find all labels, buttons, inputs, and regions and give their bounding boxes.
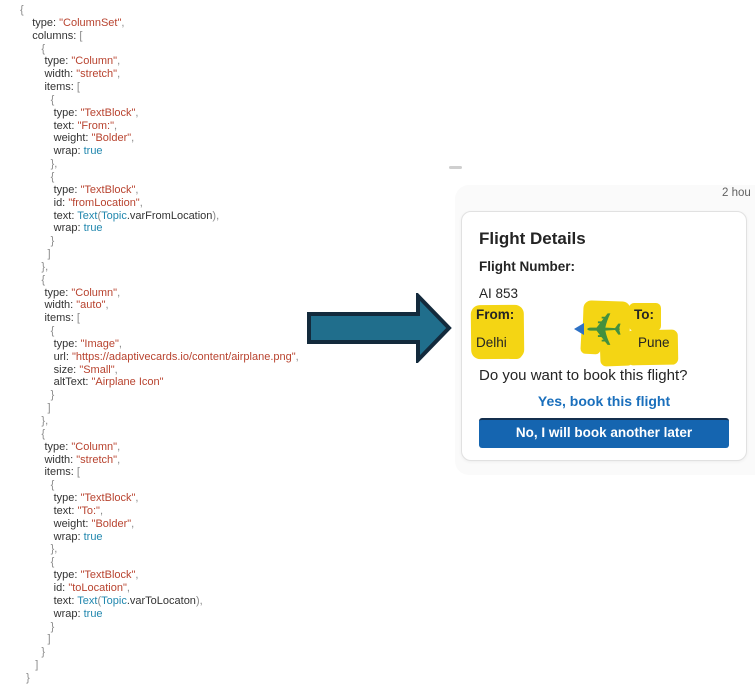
pane-edge-artifact bbox=[449, 166, 462, 169]
code-line: size: "Small", bbox=[53, 363, 118, 376]
code-line: text: Text(Topic.varToLocaton), bbox=[53, 594, 203, 607]
card-title: Flight Details bbox=[479, 229, 586, 248]
code-line: }, bbox=[41, 260, 49, 273]
code-line: text: Text(Topic.varFromLocation), bbox=[53, 209, 220, 222]
code-line: }, bbox=[41, 415, 49, 427]
code-line: { bbox=[41, 42, 46, 55]
message-timestamp: 2 hou bbox=[722, 187, 751, 199]
code-line: id: "fromLocation", bbox=[53, 196, 143, 209]
code-line: altText: "Airplane Icon" bbox=[53, 376, 164, 389]
code-line: } bbox=[41, 646, 46, 659]
code-line: text: "From:", bbox=[53, 119, 118, 132]
code-line: type: "TextBlock", bbox=[53, 183, 139, 196]
code-line: { bbox=[41, 427, 46, 440]
flight-number-value: AI 853 bbox=[479, 286, 519, 301]
code-line: ] bbox=[47, 633, 51, 646]
no-book-later-button[interactable]: No, I will book another later bbox=[479, 418, 729, 448]
code-line: wrap: true bbox=[53, 530, 103, 543]
yes-book-flight-link[interactable]: Yes, book this flight bbox=[537, 393, 671, 409]
booking-question-text: Do you want to book this flight? bbox=[479, 367, 688, 384]
code-line: items: [ bbox=[44, 466, 80, 479]
code-line: type: "TextBlock", bbox=[53, 492, 139, 505]
from-label: From: bbox=[476, 307, 515, 322]
chat-message-bubble: 2 hou Flight Details Flight Number: AI 8… bbox=[455, 185, 755, 475]
code-line: { bbox=[20, 4, 24, 16]
code-line: ] bbox=[47, 402, 51, 415]
airplane-nose-icon bbox=[574, 323, 584, 335]
code-line: url: "https://adaptivecards.io/content/a… bbox=[53, 350, 299, 363]
code-line: type: "Image", bbox=[53, 337, 122, 350]
code-line: items: [ bbox=[44, 312, 80, 325]
airplane-icon: ✈ bbox=[584, 303, 624, 357]
code-line: columns: [ bbox=[32, 29, 83, 42]
code-line: } bbox=[26, 671, 30, 684]
code-line: }, bbox=[50, 543, 58, 556]
code-line: { bbox=[50, 479, 55, 492]
code-line: type: "Column", bbox=[44, 440, 121, 453]
code-line: weight: "Bolder", bbox=[53, 132, 135, 145]
code-line: wrap: true bbox=[53, 607, 103, 620]
code-line: } bbox=[50, 620, 55, 633]
code-line: id: "toLocation", bbox=[53, 581, 130, 594]
code-line: type: "Column", bbox=[44, 286, 121, 299]
code-line: { bbox=[50, 325, 55, 338]
code-line: width: "stretch", bbox=[44, 453, 121, 466]
to-highlight-mark bbox=[629, 303, 661, 331]
code-line: { bbox=[41, 273, 46, 286]
right-arrow-icon bbox=[307, 293, 452, 363]
code-editor-pane: { type: "ColumnSet", columns: [ { type: … bbox=[20, 4, 299, 685]
code-line: ] bbox=[47, 248, 51, 261]
to-value: Pune bbox=[638, 335, 670, 350]
code-line: items: [ bbox=[44, 81, 80, 94]
code-line: { bbox=[50, 170, 55, 183]
code-line: type: "TextBlock", bbox=[53, 569, 139, 582]
code-line: } bbox=[50, 235, 55, 248]
code-line: width: "auto", bbox=[44, 299, 109, 312]
from-highlight-mark bbox=[506, 338, 522, 359]
flight-details-card: Flight Details Flight Number: AI 853 ✈ F… bbox=[461, 211, 747, 461]
code-line: } bbox=[50, 389, 55, 402]
code-line: type: "Column", bbox=[44, 55, 121, 68]
to-label: To: bbox=[634, 307, 654, 322]
code-line: ] bbox=[35, 659, 39, 672]
flight-number-label: Flight Number: bbox=[479, 259, 575, 274]
code-line: wrap: true bbox=[53, 222, 103, 235]
code-line: weight: "Bolder", bbox=[53, 517, 135, 530]
code-line: type: "TextBlock", bbox=[53, 106, 139, 119]
code-line: }, bbox=[50, 158, 58, 171]
code-line: text: "To:", bbox=[53, 504, 104, 517]
route-row: ✈ From: Delhi To: Pune bbox=[462, 300, 746, 368]
code-line: { bbox=[50, 556, 55, 569]
code-line: wrap: true bbox=[53, 145, 103, 158]
code-line: type: "ColumnSet", bbox=[32, 16, 125, 29]
code-line: { bbox=[50, 93, 55, 106]
from-value: Delhi bbox=[476, 335, 507, 350]
code-line: width: "stretch", bbox=[44, 68, 121, 81]
